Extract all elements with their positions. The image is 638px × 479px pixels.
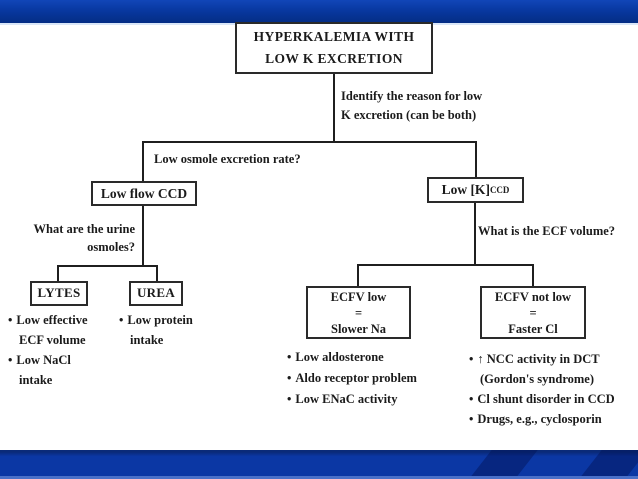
title-line-1: HYPERKALEMIA WITH (253, 29, 415, 44)
label-ecf-question: What is the ECF volume? (478, 224, 616, 238)
urine-question-line-1: What are the urine (33, 222, 136, 236)
node-urea: UREA (129, 281, 183, 306)
list-urea-causes: Low protein intake (119, 310, 207, 350)
node-ecfv-not-low: ECFV not low = Faster Cl (480, 286, 586, 339)
node-hyperkalemia-title: HYPERKALEMIA WITH LOW K EXCRETION (235, 22, 433, 74)
bullet-item: Low effective ECF volume (8, 310, 104, 350)
connector-main-branch (142, 141, 477, 143)
swoosh-streak (464, 450, 542, 479)
connector-right-drop (475, 141, 477, 179)
connector-lytes-drop (57, 265, 59, 282)
bullet-item: Low NaCl intake (8, 350, 104, 390)
connector-ecfv-low-drop (357, 264, 359, 287)
connector-urea-drop (156, 265, 158, 282)
lytes-label: LYTES (37, 285, 81, 301)
node-ecfv-low: ECFV low = Slower Na (306, 286, 411, 339)
bullet-item: Drugs, e.g., cyclosporin (469, 409, 637, 429)
bullet-item: Low ENaC activity (287, 389, 467, 410)
list-lytes-causes: Low effective ECF volume Low NaCl intake (8, 310, 104, 390)
connector-urine-branch (57, 265, 158, 267)
bullet-item: Cl shunt disorder in CCD (469, 389, 637, 409)
list-ecfv-not-low-causes: ↑ NCC activity in DCT (Gordon's syndrome… (469, 349, 637, 429)
identify-line-2: K excretion (can be both) (341, 108, 477, 122)
ecfv-not-low-equals: = (529, 305, 537, 320)
connector-left-drop (142, 141, 144, 183)
node-lytes: LYTES (30, 281, 88, 306)
urea-label: UREA (136, 285, 176, 301)
node-low-k-ccd: Low [K]CCD (427, 177, 524, 203)
label-osmole-question: Low osmole excretion rate? (154, 152, 301, 166)
identify-line-1: Identify the reason for low (341, 89, 483, 103)
connector-ecfv-branch (357, 264, 534, 266)
bullet-item: ↑ NCC activity in DCT (Gordon's syndrome… (469, 349, 637, 389)
ecfv-low-equals: = (354, 305, 363, 320)
connector-lowk-down (474, 203, 476, 266)
connector-lowflow-down (142, 206, 144, 267)
low-k-ccd-subscript: CCD (489, 184, 510, 195)
ecfv-low-line-3: Slower Na (331, 321, 386, 336)
label-urine-question: What are the urine osmoles? (15, 220, 136, 256)
connector-title-down (333, 74, 335, 142)
low-k-ccd-label: Low [K] (441, 182, 490, 198)
label-identify-reason: Identify the reason for low K excretion … (341, 87, 526, 125)
title-line-2: LOW K EXCRETION (265, 51, 403, 66)
urine-question-line-2: osmoles? (87, 240, 135, 254)
low-flow-ccd-label: Low flow CCD (100, 185, 188, 201)
bottom-blue-bar (0, 450, 638, 479)
bottom-bar-light-edge (0, 476, 638, 479)
bullet-item: Low aldosterone (287, 347, 467, 368)
list-ecfv-low-causes: Low aldosterone Aldo receptor problem Lo… (287, 347, 467, 410)
node-low-flow-ccd: Low flow CCD (91, 181, 197, 206)
connector-ecfv-notlow-drop (532, 264, 534, 287)
ecfv-low-line-1: ECFV low (330, 289, 387, 304)
ecfv-not-low-line-3: Faster Cl (508, 321, 558, 336)
top-blue-bar (0, 0, 638, 23)
ecfv-not-low-line-1: ECFV not low (494, 289, 572, 304)
swoosh-streak (574, 450, 638, 479)
bullet-item: Aldo receptor problem (287, 368, 467, 389)
bullet-item: Low protein intake (119, 310, 207, 350)
